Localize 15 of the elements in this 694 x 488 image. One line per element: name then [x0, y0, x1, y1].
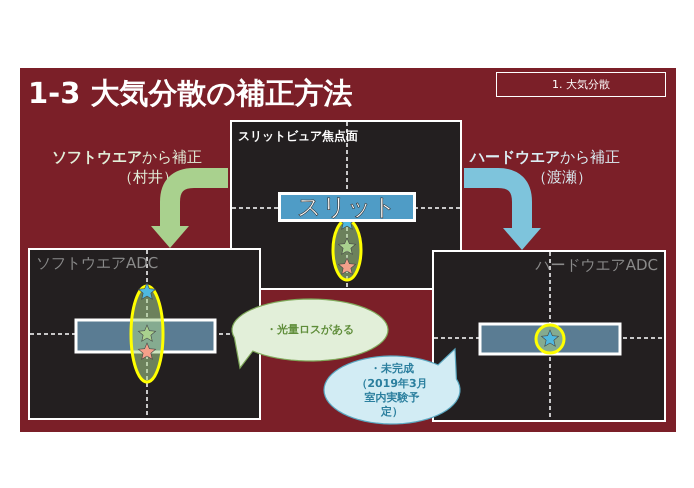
method-label: ソフトウエアから補正 [52, 148, 202, 167]
slit-box [278, 192, 416, 222]
method-label: （渡瀬） [532, 168, 592, 187]
bubble-text: （2019年3月室内実験予定） [355, 376, 429, 420]
method-label: ハードウエアから補正 [470, 148, 620, 167]
slide-title: 1-3 大気分散の補正方法 [28, 75, 352, 112]
bubble-text: ・未完成 [370, 362, 414, 377]
section-tag [496, 72, 666, 97]
bubble-text: ・光量ロスがある [266, 322, 354, 338]
panel-heading: ソフトウエアADC [36, 254, 158, 273]
panel-heading: スリットビュア焦点面 [238, 128, 358, 145]
section-tag-label: 1. 大気分散 [552, 77, 610, 92]
slit-label: スリット [297, 195, 397, 219]
panel-heading: ハードウエアADC [536, 256, 658, 275]
speech-bubble [322, 345, 462, 427]
